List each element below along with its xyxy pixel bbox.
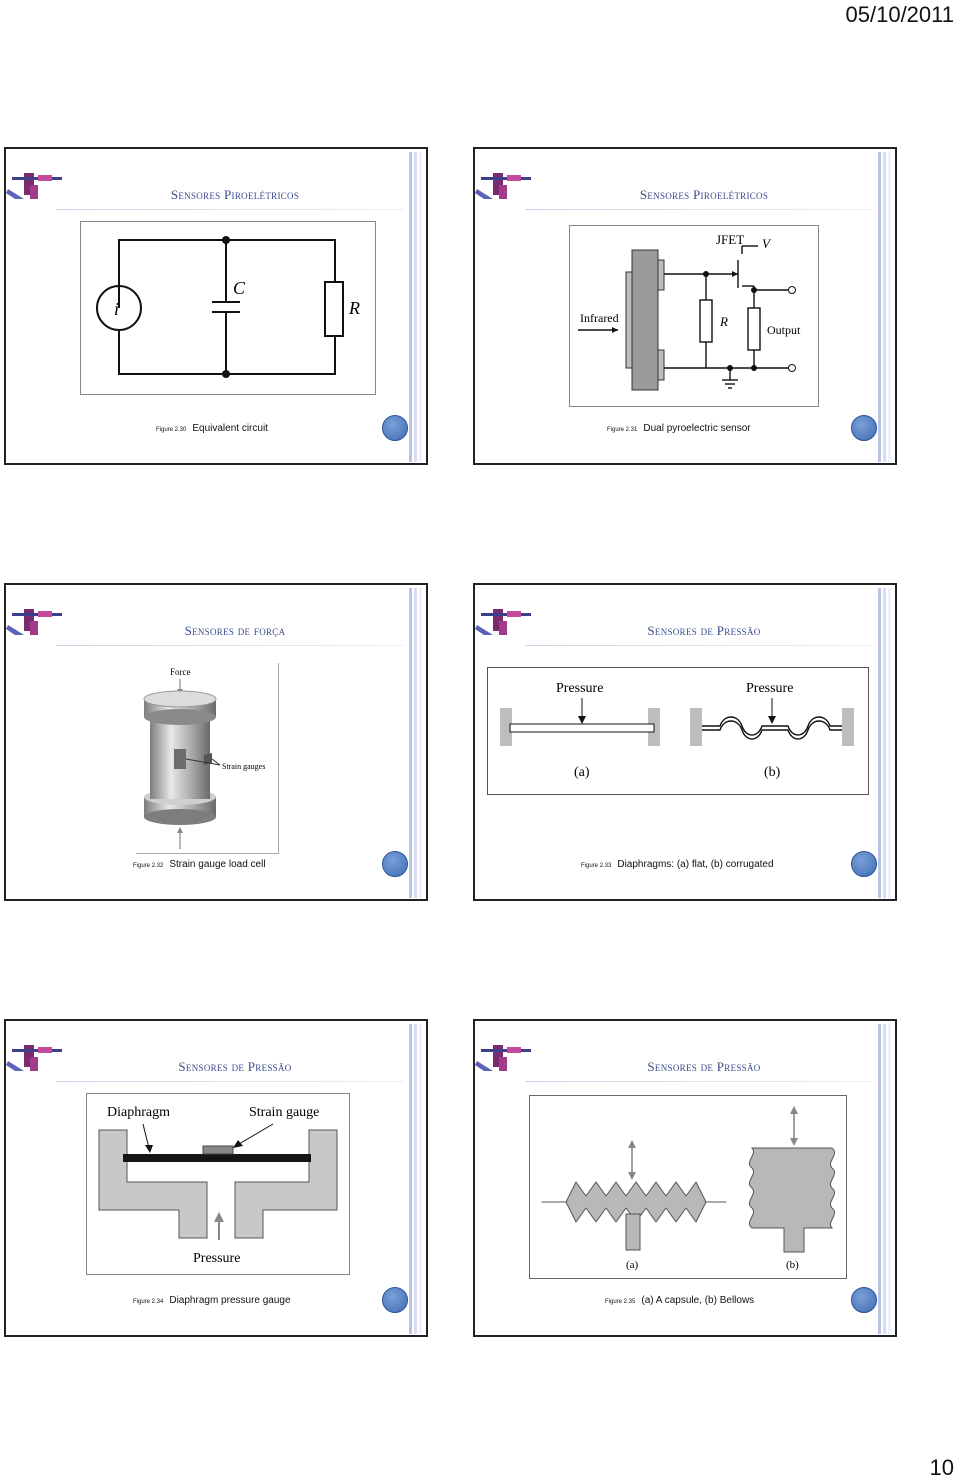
figure-capsule-bellows: (a) (b) [529, 1095, 847, 1279]
slide-nav-dot [851, 415, 877, 441]
caption-text: Diaphragm pressure gauge [169, 1295, 291, 1306]
label-c: C [233, 278, 246, 298]
label-r: R [348, 298, 360, 318]
title-rule [525, 645, 873, 646]
slide-nav-dot [382, 415, 408, 441]
slide-nav-dot [851, 851, 877, 877]
slide-logo-decoration [475, 609, 531, 635]
label-pressure: Pressure [193, 1251, 240, 1266]
slide-title: Sensores de Pressão [178, 1059, 292, 1074]
caption-number: Figure 2.30 [156, 427, 187, 433]
label-a: (a) [574, 765, 590, 780]
slide-logo-decoration [475, 173, 531, 199]
slide-title: Sensores Piroelétricos [639, 187, 769, 202]
title-rule [525, 209, 873, 210]
caption-number: Figure 2.35 [605, 1299, 636, 1305]
figure-load-cell: Force Strain gauges [136, 663, 279, 854]
title-rule [56, 1081, 404, 1082]
slide-caption: Figure 2.35 (a) A capsule, (b) Bellows [605, 1295, 754, 1306]
label-force: Force [170, 667, 191, 677]
label-strain-gauge: Strain gauge [249, 1105, 319, 1120]
slide-caption: Figure 2.30 Equivalent circuit [156, 423, 268, 434]
figure-equivalent-circuit: i C R [80, 221, 376, 395]
slide-diaphragms: Sensores de Pressão Pressure Pressure (a… [473, 583, 897, 901]
label-output: Output [767, 323, 801, 337]
slide-logo-decoration [6, 609, 62, 635]
slide-nav-dot [382, 851, 408, 877]
caption-number: Figure 2.31 [607, 427, 638, 433]
slide-caption: Figure 2.32 Strain gauge load cell [133, 859, 266, 870]
slide-logo-decoration [6, 173, 62, 199]
title-rule [56, 645, 404, 646]
figure-diaphragm-gauge: Diaphragm Strain gauge Pressure [86, 1093, 350, 1275]
slide-title: Sensores Piroelétricos [170, 187, 300, 202]
slide-strain-gauge-load-cell: Sensores de força Force [4, 583, 428, 901]
figure-diaphragms: Pressure Pressure (a) (b) [487, 667, 869, 795]
label-b: (b) [786, 1259, 799, 1271]
label-pressure-a: Pressure [556, 681, 603, 696]
label-infrared: Infrared [580, 311, 619, 325]
slide-equivalent-circuit: Sensores Piroelétricos i C R Figure 2.30… [4, 147, 428, 465]
label-strain-gauges: Strain gauges [222, 762, 265, 771]
slide-title: Sensores de Pressão [647, 623, 761, 638]
slide-title: Sensores de Pressão [647, 1059, 761, 1074]
slide-nav-dot [851, 1287, 877, 1313]
page-number: 10 [929, 1455, 954, 1480]
slide-capsule-bellows: Sensores de Pressão (a) (b) Figure 2.35 (… [473, 1019, 897, 1337]
label-a: (a) [626, 1259, 639, 1271]
label-b: (b) [764, 765, 781, 780]
slide-nav-dot [382, 1287, 408, 1313]
slide-logo-decoration [475, 1045, 531, 1071]
figure-dual-pyroelectric-sensor: JFET V Infrared R Output [569, 225, 819, 407]
title-rule [525, 1081, 873, 1082]
header-date: 05/10/2011 [845, 2, 954, 27]
slide-edge-stripes [878, 1024, 891, 1334]
slide-dual-pyroelectric-sensor: Sensores Piroelétricos [473, 147, 897, 465]
slide-edge-stripes [409, 1024, 422, 1334]
slide-title: Sensores de força [184, 623, 286, 638]
slide-diaphragm-pressure-gauge: Sensores de Pressão Diaphragm Strain gau… [4, 1019, 428, 1337]
label-v: V [762, 236, 772, 251]
slide-edge-stripes [878, 588, 891, 898]
slide-edge-stripes [878, 152, 891, 462]
slide-caption: Figure 2.31 Dual pyroelectric sensor [607, 423, 751, 434]
caption-number: Figure 2.32 [133, 863, 164, 869]
label-r: R [719, 314, 728, 329]
slide-caption: Figure 2.34 Diaphragm pressure gauge [133, 1295, 291, 1306]
label-diaphragm: Diaphragm [107, 1105, 170, 1120]
label-pressure-b: Pressure [746, 681, 793, 696]
caption-text: Equivalent circuit [192, 423, 268, 434]
slide-edge-stripes [409, 588, 422, 898]
caption-text: (a) A capsule, (b) Bellows [641, 1295, 755, 1306]
caption-text: Diaphragms: (a) flat, (b) corrugated [617, 859, 774, 870]
caption-text: Strain gauge load cell [169, 859, 266, 870]
slide-logo-decoration [6, 1045, 62, 1071]
title-rule [56, 209, 404, 210]
caption-number: Figure 2.33 [581, 863, 612, 869]
label-jfet: JFET [716, 232, 744, 247]
slide-caption: Figure 2.33 Diaphragms: (a) flat, (b) cor… [581, 859, 774, 870]
caption-text: Dual pyroelectric sensor [643, 423, 751, 434]
caption-number: Figure 2.34 [133, 1299, 164, 1305]
slide-edge-stripes [409, 152, 422, 462]
label-i: i [114, 299, 119, 319]
